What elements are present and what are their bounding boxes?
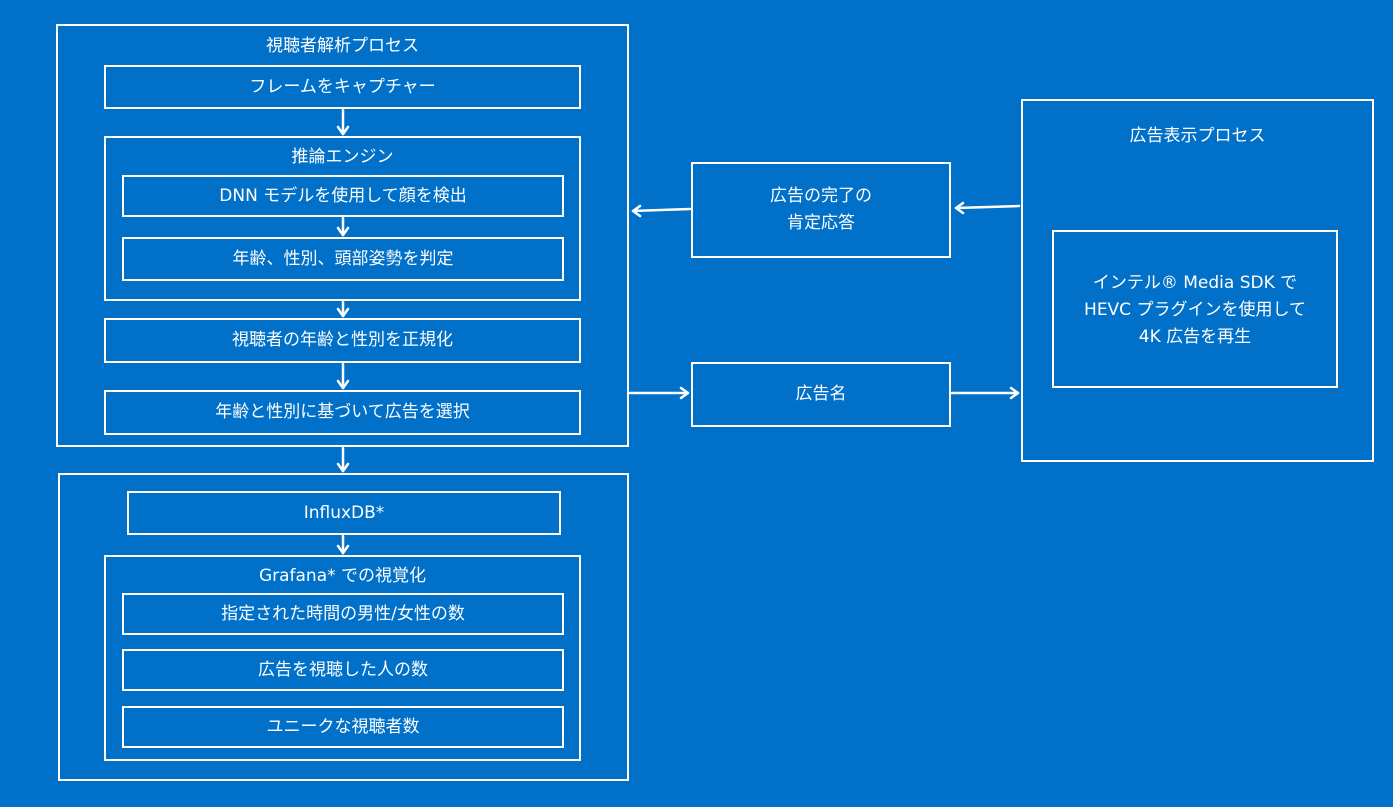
ad-name-message: 広告名 [691,362,951,427]
influxdb-box: InfluxDB* [127,491,561,535]
ad-display-title: 広告表示プロセス [1129,126,1266,146]
arrow-display-to-ack [954,201,1021,215]
arrow-analysis-to-adname [628,386,690,400]
inference-engine-title: 推論エンジン [291,147,394,167]
viewer-analysis-process: 視聴者解析プロセス [56,24,629,447]
media-sdk-playback: インテル® Media SDK で HEVC プラグインを使用して 4K 広告を… [1052,230,1338,388]
grafana-item-gender-count: 指定された時間の男性/女性の数 [122,593,564,635]
inference-engine: 推論エンジン [104,136,581,301]
ad-complete-ack: 広告の完了の 肯定応答 [691,162,951,258]
viewer-analysis-title: 視聴者解析プロセス [266,36,419,56]
grafana-item-unique-viewers: ユニークな視聴者数 [122,706,564,748]
media-sdk-line3: 4K 広告を再生 [1138,327,1252,347]
ad-complete-ack-line1: 広告の完了の [770,186,872,206]
storage-visualization [58,473,629,781]
grafana-item-ad-viewers: 広告を視聴した人の数 [122,649,564,691]
capture-frame-step: フレームをキャプチャー [104,65,581,109]
arrow-ack-to-analysis [631,204,692,218]
arrow-adname-to-display [950,386,1020,400]
media-sdk-line1: インテル® Media SDK で [1092,273,1298,293]
detect-faces-step: DNN モデルを使用して顔を検出 [122,175,564,217]
ad-display-process: 広告表示プロセス [1021,99,1374,462]
arrow-analysis-to-storage [336,446,350,473]
grafana-title: Grafana* での視覚化 [258,566,427,586]
determine-attributes-step: 年齢、性別、頭部姿勢を判定 [122,237,564,281]
media-sdk-line2: HEVC プラグインを使用して [1084,300,1306,320]
ad-complete-ack-line2: 肯定応答 [787,213,855,233]
grafana-visualization: Grafana* での視覚化 [104,555,581,761]
normalize-step: 視聴者の年齢と性別を正規化 [104,318,581,363]
select-ad-step: 年齢と性別に基づいて広告を選択 [104,390,581,435]
